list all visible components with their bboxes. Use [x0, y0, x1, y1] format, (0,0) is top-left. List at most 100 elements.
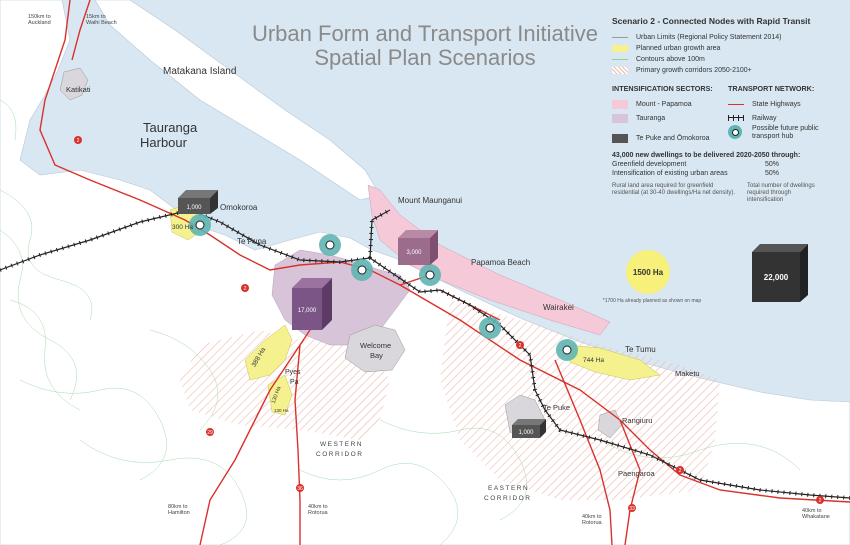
stats-label: Intensification of existing urban areas: [612, 170, 728, 177]
svg-text:33: 33: [629, 506, 635, 512]
greenfield-circle-value: 1500 Ha: [633, 268, 664, 277]
greenfield-circle-note: *1700 Ha already planned as shown on map: [603, 298, 702, 304]
sector-mount-papamoa: Mount - Papamoa: [612, 97, 728, 111]
transport-hub-icon: [351, 259, 373, 281]
highway-line-icon: [728, 103, 744, 105]
dwelling-box-label: 1,000: [186, 205, 202, 211]
label-western-corridor-line1: WESTERN: [320, 441, 363, 448]
legend-label: Possible future public transport hub: [752, 125, 819, 140]
stats-graphics: 1500 Ha *1700 Ha already planned as show…: [603, 244, 808, 304]
legend-item-urban-limits: Urban Limits (Regional Policy Statement …: [612, 32, 844, 43]
legend-label: Urban Limits (Regional Policy Statement …: [636, 34, 782, 41]
contour-swatch: [612, 59, 628, 60]
stats-value: 50%: [765, 161, 780, 168]
dwelling-stats: 43,000 new dwellings to be delivered 202…: [612, 151, 844, 204]
transport-hub: Possible future public transport hub: [728, 125, 844, 145]
rural-note: Rural land area required for greenfield …: [612, 183, 736, 196]
legend-label: Tauranga: [636, 114, 666, 122]
label-growth-tauriko-2: 130 Ha: [274, 408, 289, 413]
label-harbour-line2: Harbour: [140, 135, 188, 150]
dwelling-box-label: 3,000: [406, 250, 422, 256]
sector-swatch: [612, 113, 628, 123]
transport-network: TRANSPORT NETWORK: State Highways Railwa…: [728, 84, 844, 145]
legend-label: Planned urban growth area: [636, 45, 721, 52]
highway-shield-icon: 36: [296, 484, 304, 492]
highway-shield-icon: 33: [628, 504, 636, 512]
title-line1: Urban Form and Transport Initiative: [251, 21, 599, 46]
highway-shield-icon: 29: [206, 428, 214, 436]
highway-shields: 2 2 2 29 36 33 2 2: [74, 136, 824, 512]
intensification-sectors: INTENSIFICATION SECTORS: Mount - Papamoa…: [612, 84, 728, 145]
svg-text:2: 2: [819, 498, 822, 504]
growth-area-swatch: [612, 45, 628, 52]
welcome-bay-urban: [344, 324, 406, 373]
label-papamoa-beach: Papamoa Beach: [471, 258, 530, 267]
svg-text:2: 2: [244, 286, 247, 292]
highway-shield-icon: 2: [676, 466, 684, 474]
intensification-box-value: 22,000: [764, 273, 789, 282]
sector-swatch: [612, 99, 628, 109]
legend-title: Scenario 2 - Connected Nodes with Rapid …: [612, 16, 811, 26]
label-omokoroa: Omokoroa: [220, 203, 258, 212]
legend-label: Mount - Papamoa: [636, 100, 692, 108]
svg-text:2: 2: [679, 468, 682, 474]
label-welcome-bay-line2: Bay: [370, 351, 383, 360]
label-welcome-bay-line1: Welcome: [360, 341, 391, 350]
highway-shield-icon: 2: [516, 341, 524, 349]
label-growth-omokoroa: 300 Ha: [172, 224, 193, 231]
transport-hubs: [189, 214, 578, 361]
highway-shield-icon: 2: [74, 136, 82, 144]
label-te-puke: Te Puke: [543, 403, 570, 412]
dwelling-box-mount: 3,000: [398, 230, 438, 265]
growth-area-te-tumu: [564, 344, 661, 381]
svg-text:29: 29: [207, 430, 213, 436]
legend-label: Primary growth corridors 2050-2100+: [636, 67, 752, 74]
legend-label: Te Puke and Ōmokoroa: [636, 134, 710, 142]
katikati-urban: [59, 67, 89, 101]
dwellings-note: Total number of dwellings required throu…: [747, 183, 815, 203]
svg-text:36: 36: [297, 486, 303, 492]
label-katikati: Katikati: [66, 85, 91, 94]
label-rangiuru: Rangiuru: [622, 416, 652, 425]
label-eastern-corridor-line2: CORRIDOR: [484, 495, 531, 502]
stats-greenfield: Greenfield development 50%: [612, 160, 844, 169]
label-wairakei: Wairakei: [543, 303, 574, 312]
legend-label: Contours above 100m: [636, 56, 705, 63]
mount-papamoa-sector: [367, 184, 611, 336]
label-paengaroa: Paengaroa: [618, 469, 656, 478]
svg-text:2: 2: [519, 343, 522, 349]
label-pyes-pa-line1: Pyes: [285, 369, 301, 376]
transport-hub-icon: [479, 317, 501, 339]
label-te-tumu: Te Tumu: [625, 345, 656, 354]
intensification-header: INTENSIFICATION SECTORS:: [612, 84, 713, 93]
label-maketu: Maketu: [675, 369, 700, 378]
transport-header: TRANSPORT NETWORK:: [728, 84, 815, 93]
title-line2: Spatial Plan Scenarios: [314, 45, 536, 70]
label-growth-te-tumu: 744 Ha: [583, 357, 604, 364]
transport-hub-icon: [419, 264, 441, 286]
dwelling-box-label: 1,000: [518, 430, 534, 436]
page-title: Urban Form and Transport Initiative Spat…: [250, 22, 600, 70]
label-mount-maunganui: Mount Maunganui: [398, 196, 462, 205]
legend-item-growth-area: Planned urban growth area: [612, 43, 844, 54]
transport-hub-icon: [556, 339, 578, 361]
highway-shield-icon: 2: [241, 284, 249, 292]
transport-hub-icon: [319, 234, 341, 256]
stats-label: Greenfield development: [612, 161, 687, 168]
railway-line-icon: [728, 115, 744, 121]
legend-panel: Scenario 2 - Connected Nodes with Rapid …: [612, 16, 844, 204]
stats-value: 50%: [765, 170, 780, 177]
urban-limit-line: [612, 37, 628, 38]
label-eastern-corridor-line1: EASTERN: [488, 485, 529, 492]
dwelling-box-te-puke: 1,000: [512, 419, 546, 438]
stats-intensification: Intensification of existing urban areas 5…: [612, 169, 844, 178]
highway-shield-icon: 2: [816, 496, 824, 504]
label-te-puna: Te Puna: [237, 237, 267, 246]
intensification-box: [752, 252, 800, 302]
